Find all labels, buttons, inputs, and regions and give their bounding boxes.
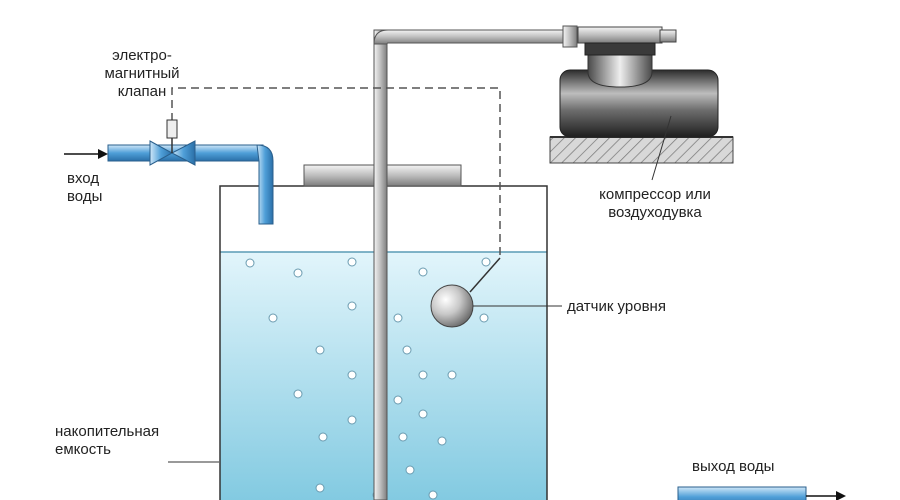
air-bubble	[293, 268, 303, 278]
air-bubble	[479, 313, 489, 323]
compressor-label-line-2: воздуходувка	[608, 204, 702, 221]
sensor-float	[430, 284, 474, 328]
air-bubble	[418, 267, 428, 277]
air-bubble	[402, 345, 412, 355]
air-bubble	[315, 345, 325, 355]
air-bubble	[268, 313, 278, 323]
outlet-arrow-icon	[806, 491, 846, 500]
outlet-pipe	[677, 486, 807, 500]
control-line	[171, 87, 501, 258]
valve-label-line-1: электро-	[112, 47, 172, 64]
air-bubble	[418, 370, 428, 380]
air-bubble	[481, 257, 491, 267]
air-bubble	[293, 389, 303, 399]
valve-label-line-2: магнитный	[104, 65, 180, 82]
air-bubble	[437, 436, 447, 446]
air-bubble	[405, 465, 415, 475]
water-inlet-label-line-1: вход	[67, 170, 100, 187]
air-bubbles	[245, 257, 491, 500]
air-bubble	[315, 483, 325, 493]
compressor	[549, 26, 734, 164]
air-bubble	[347, 257, 357, 267]
air-bubble	[347, 301, 357, 311]
water-inlet-label-line-2: воды	[67, 188, 103, 205]
inlet-arrow-icon	[64, 149, 108, 159]
air-bubble	[347, 415, 357, 425]
tank-label: накопительная емкость	[55, 423, 159, 459]
air-bubble	[428, 490, 438, 500]
valve-label: электро- магнитный клапан	[80, 47, 204, 101]
compressor-base	[549, 136, 734, 164]
level-sensor-label: датчик уровня	[567, 298, 666, 315]
air-bubble	[393, 395, 403, 405]
compressor-label: компрессор или воздуходувка	[575, 186, 735, 222]
tank-label-line-1: накопительная	[55, 423, 160, 440]
air-bubble	[347, 370, 357, 380]
air-bubble	[318, 432, 328, 442]
compressor-head	[577, 26, 663, 44]
water-outlet-label: выход воды	[692, 458, 775, 475]
compressor-intake	[587, 53, 653, 88]
solenoid-valve	[149, 119, 196, 166]
compressor-leader	[651, 115, 672, 181]
water-inlet-label: вход воды	[67, 170, 102, 206]
air-bubble	[398, 432, 408, 442]
tank-label-line-2: емкость	[55, 441, 111, 458]
air-bubble	[447, 370, 457, 380]
compressor-label-line-1: компрессор или	[599, 186, 711, 203]
air-bubble	[418, 409, 428, 419]
air-bubble	[393, 313, 403, 323]
valve-label-line-3: клапан	[117, 83, 167, 100]
air-bubble	[245, 258, 255, 268]
air-pipe	[373, 25, 578, 500]
